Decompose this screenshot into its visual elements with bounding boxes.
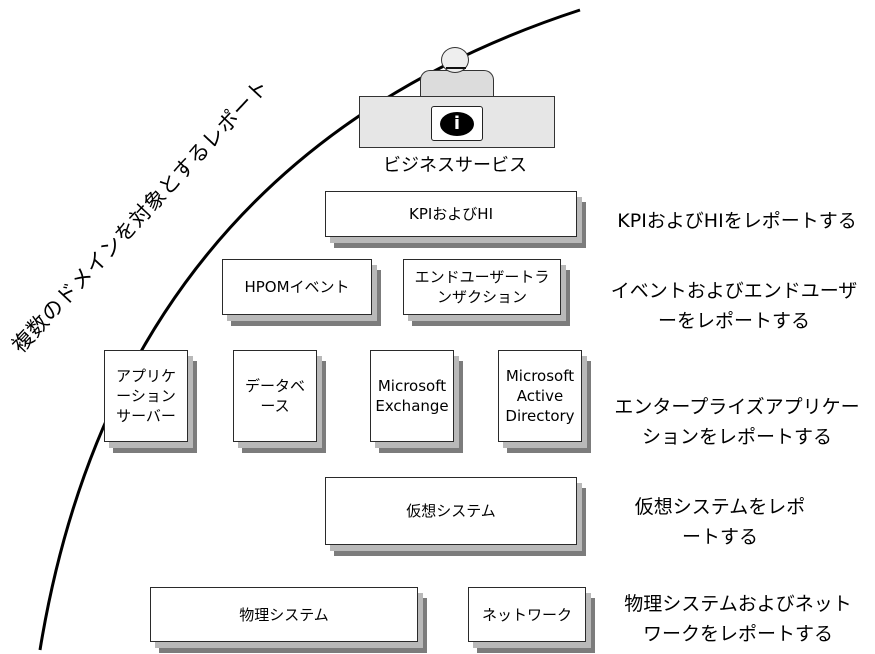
box-hpom: HPOMイベント — [222, 259, 372, 315]
user-body — [420, 70, 494, 99]
label-enterprise-line1: エンタープライズアプリケー — [614, 396, 860, 418]
box-enduser: エンドユーザートランザクション — [403, 259, 561, 315]
label-events-line1: イベントおよびエンドユーザ — [610, 280, 858, 302]
box-virtual: 仮想システム — [325, 477, 577, 545]
box-active-directory: Microsoft Active Directory — [498, 350, 582, 442]
headset-icon — [446, 62, 466, 69]
label-virtual-line2: ートする — [681, 526, 758, 548]
info-icon: i — [440, 111, 474, 136]
box-database: データベース — [233, 350, 317, 442]
box-exchange: Microsoft Exchange — [370, 350, 454, 442]
label-events-line2: ーをレポートする — [657, 310, 810, 332]
label-physical-line1: 物理システムおよびネット — [624, 593, 852, 615]
business-service-label: ビジネスサービス — [383, 155, 527, 176]
box-network: ネットワーク — [468, 587, 586, 642]
label-virtual-line1: 仮想システムをレポ — [634, 496, 806, 518]
label-enterprise-line2: ションをレポートする — [641, 426, 832, 448]
label-kpi: KPIおよびHIをレポートする — [617, 210, 857, 232]
box-appserver: アプリケーションサーバー — [104, 350, 188, 442]
label-physical-line2: ワークをレポートする — [642, 623, 833, 645]
box-physical: 物理システム — [150, 587, 418, 642]
box-kpi: KPIおよびHI — [325, 191, 577, 237]
business-service-screen: i — [431, 106, 483, 141]
user-icon — [441, 47, 469, 73]
